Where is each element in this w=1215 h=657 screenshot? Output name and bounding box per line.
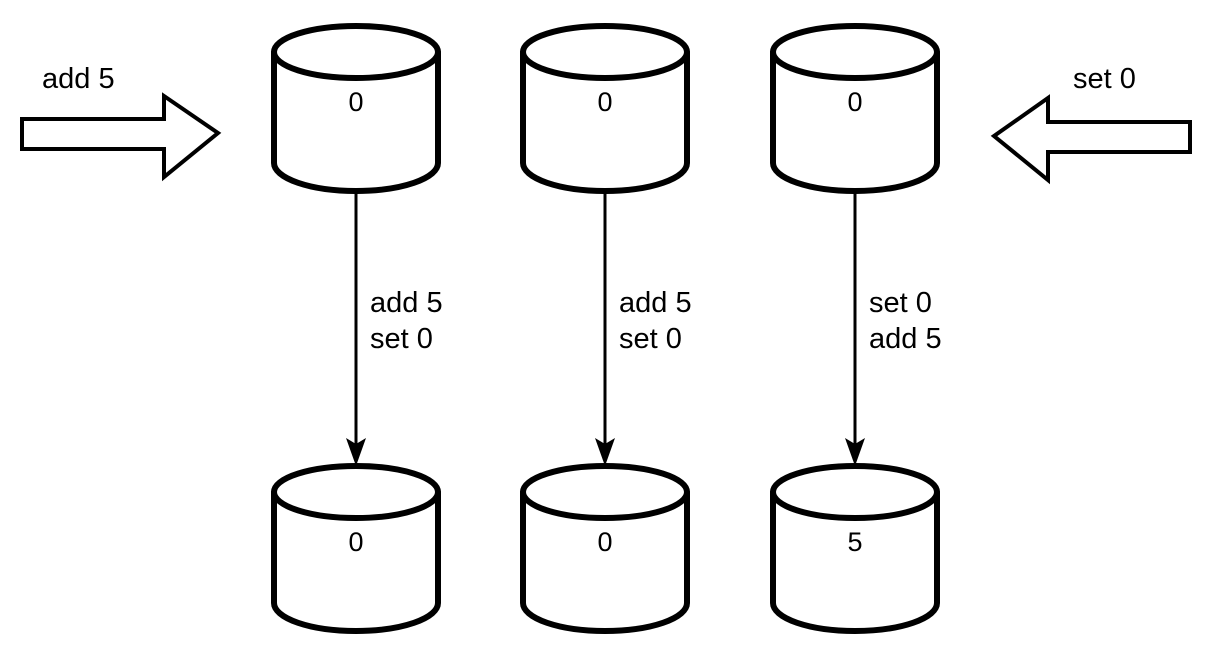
operation-label-3: set 0 add 5 — [869, 287, 942, 355]
connector-arrow-1 — [346, 191, 366, 466]
bottom-db-lid-1 — [271, 463, 441, 521]
top-db-body-2 — [520, 49, 690, 194]
connector-arrow-2 — [595, 191, 615, 466]
bottom-db-lid-3 — [770, 463, 940, 521]
right-input-arrow-group: set 0 — [990, 63, 1192, 185]
top-db-body-3 — [770, 49, 940, 194]
replica-column-3: 0 set 0 add 5 5 — [770, 23, 942, 634]
top-db-value-2: 0 — [597, 87, 612, 117]
right-block-arrow-icon — [990, 94, 1192, 185]
operation-label-2-line-2: set 0 — [619, 323, 682, 355]
operation-label-1-line-2: set 0 — [370, 323, 433, 355]
operation-label-1: add 5 set 0 — [370, 287, 443, 355]
connector-arrowhead-1 — [346, 438, 366, 466]
operation-label-3-line-1: set 0 — [869, 287, 932, 319]
operation-label-2-line-1: add 5 — [619, 287, 692, 319]
bottom-db-body-1 — [271, 489, 441, 634]
operation-label-1-line-1: add 5 — [370, 287, 443, 319]
top-db-value-3: 0 — [847, 87, 862, 117]
top-db-value-1: 0 — [348, 87, 363, 117]
operation-label-3-line-2: add 5 — [869, 323, 942, 355]
connector-arrowhead-2 — [595, 438, 615, 466]
bottom-db-body-2 — [520, 489, 690, 634]
left-block-arrow-icon — [20, 92, 222, 182]
left-input-arrow-group: add 5 — [20, 63, 222, 182]
bottom-db-body-3 — [770, 489, 940, 634]
top-db-lid-1 — [271, 23, 441, 81]
top-db-lid-3 — [770, 23, 940, 81]
operation-label-2: add 5 set 0 — [619, 287, 692, 355]
top-db-lid-2 — [520, 23, 690, 81]
bottom-db-value-2: 0 — [597, 527, 612, 557]
top-database-icon-3: 0 — [770, 23, 940, 194]
bottom-db-value-1: 0 — [348, 527, 363, 557]
connector-arrowhead-3 — [845, 438, 865, 466]
connector-arrow-3 — [845, 191, 865, 466]
right-input-label: set 0 — [1073, 63, 1136, 95]
bottom-db-value-3: 5 — [847, 527, 862, 557]
bottom-database-icon-3: 5 — [770, 463, 940, 634]
top-db-body-1 — [271, 49, 441, 194]
replica-column-1: 0 add 5 set 0 0 — [271, 23, 443, 634]
top-database-icon-2: 0 — [520, 23, 690, 194]
left-input-label: add 5 — [42, 63, 115, 95]
top-database-icon-1: 0 — [271, 23, 441, 194]
bottom-db-lid-2 — [520, 463, 690, 521]
replica-column-2: 0 add 5 set 0 0 — [520, 23, 692, 634]
bottom-database-icon-1: 0 — [271, 463, 441, 634]
bottom-database-icon-2: 0 — [520, 463, 690, 634]
